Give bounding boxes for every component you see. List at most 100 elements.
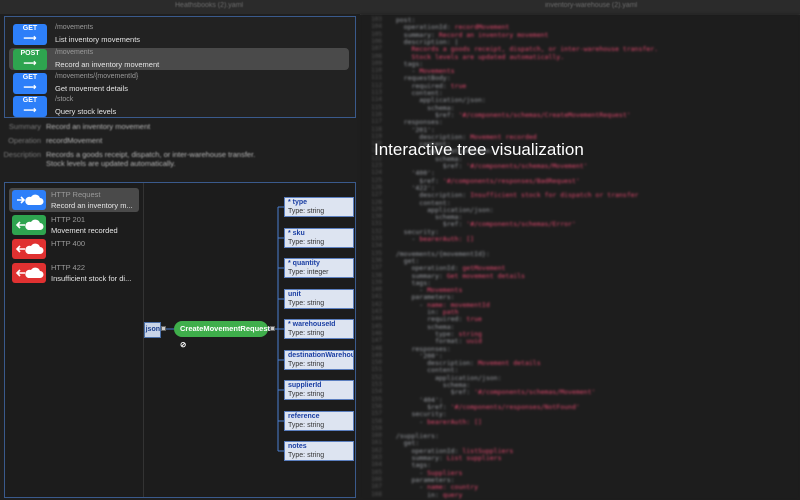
code-line: security: [388,410,447,419]
arrow-right-icon: ⟶ [23,33,37,43]
code-line: required: true [388,315,482,324]
line-number: 144 [371,315,382,323]
code-line: application/json: [388,96,486,105]
response-title: HTTP Request [51,190,101,199]
code-line: summary: List suppliers [388,454,502,462]
yaml-editor[interactable]: 103 post:104 operationId: recordMovement… [360,14,800,500]
line-number: 132 [371,227,382,235]
line-number: 122 [371,154,382,162]
endpoint-path: /movements/{movementId} [55,73,139,80]
response-title: HTTP 400 [51,239,86,248]
code-line: '201': [388,125,435,134]
response-item-400[interactable]: HTTP 400 [9,237,139,261]
line-number: 166 [371,475,382,483]
code-line: - Movements [388,286,463,295]
line-number: 139 [371,278,382,286]
line-number: 150 [371,359,382,367]
response-item-request[interactable]: HTTP Request Record an inventory m... [9,188,139,212]
line-number: 162 [371,446,382,454]
endpoint-list: GET⟶ /movements List inventory movements… [4,16,356,118]
parent-schema-node[interactable]: json [144,322,161,338]
line-number: 134 [371,242,382,250]
feature-caption: Interactive tree visualization [374,140,584,159]
code-line: responses: [388,344,451,353]
code-line: get: [388,256,420,265]
code-line: $ref: '#/components/schemas/Movement' [388,162,588,170]
code-line: schema: [388,322,455,331]
code-line: format: uuid [388,337,482,346]
line-number: 110 [371,67,382,75]
line-number: 137 [371,264,382,272]
line-number: 126 [371,183,382,191]
line-number: 159 [371,424,382,432]
line-number: 104 [371,23,382,31]
code-line: get: [388,439,420,448]
line-number: 118 [371,125,382,133]
line-number: 168 [371,490,382,498]
code-line: Stock levels are updated automatically. [411,52,565,61]
operation-label: Operation [8,136,41,145]
code-line: schema: [388,154,463,163]
line-number: 135 [371,249,382,257]
code-line: tags: [388,59,424,68]
code-line: $ref: '#/components/schemas/Movement' [388,388,596,397]
line-number: 114 [371,96,382,104]
line-number: 128 [371,198,382,206]
line-number: 111 [371,74,382,82]
endpoint-item[interactable]: GET⟶ /movements/{movementId} Get movemen… [9,72,349,94]
line-number: 167 [371,483,382,491]
code-line: - bearerAuth: [] [388,417,482,426]
line-number: 145 [371,322,382,330]
schema-property-node[interactable]: destinationWarehouseIdType: string [284,350,354,370]
code-line: $ref: '#/components/schemas/CreateMoveme… [388,110,631,119]
code-line: type: string [388,329,482,338]
line-number: 120 [371,140,382,148]
method-badge: POST⟶ [13,49,47,70]
root-schema-node[interactable]: CreateMovementRequest ⊘ [174,321,270,349]
code-line: - Suppliers [388,468,463,477]
code-line: application/json: [388,373,502,382]
response-item-201[interactable]: HTTP 201 Movement recorded [9,213,139,237]
collapse-toggle[interactable] [270,326,275,331]
line-number: 161 [371,439,382,447]
line-number: 109 [371,59,382,67]
endpoint-path: /movements [55,49,94,56]
code-line: schema: [388,103,455,112]
collapse-toggle[interactable] [161,326,166,331]
response-item-422[interactable]: HTTP 422 Insufficient stock for di... [9,261,139,285]
code-line: description: Movement recorded [388,132,537,141]
code-line: summary: Get movement details [388,271,525,280]
code-line: /suppliers: [388,432,439,441]
tab-inventory-warehouse[interactable]: inventory-warehouse (2).yaml [545,2,638,9]
line-number: 151 [371,366,382,374]
description-label: Description [3,150,41,159]
tab-heathsbooks[interactable]: Heathsbooks (2).yaml [175,2,244,9]
code-line: - bearerAuth: [] [388,235,475,243]
code-line: /movements/{movementId}: [388,249,490,258]
line-number: 163 [371,454,382,461]
endpoint-description: Get movement details [55,84,128,93]
summary-label: Summary [8,122,41,131]
endpoint-item[interactable]: GET⟶ /stock Query stock levels [9,95,349,117]
endpoint-item-selected[interactable]: POST⟶ /movements Record an inventory mov… [9,48,349,70]
code-line: tags: [388,278,432,287]
endpoint-item[interactable]: GET⟶ /movements List inventory movements [9,23,349,45]
code-line: schema: [388,213,463,222]
line-number: 158 [371,417,382,425]
response-subtitle: Insufficient stock for di... [51,274,132,283]
line-number: 131 [371,220,382,228]
line-number: 116 [371,110,382,118]
code-line: schema: [388,381,471,389]
line-number: 124 [371,169,382,177]
arrow-right-icon: ⟶ [23,58,37,68]
link-icon: ⊘ [180,340,187,349]
code-line: description: | [388,37,459,46]
